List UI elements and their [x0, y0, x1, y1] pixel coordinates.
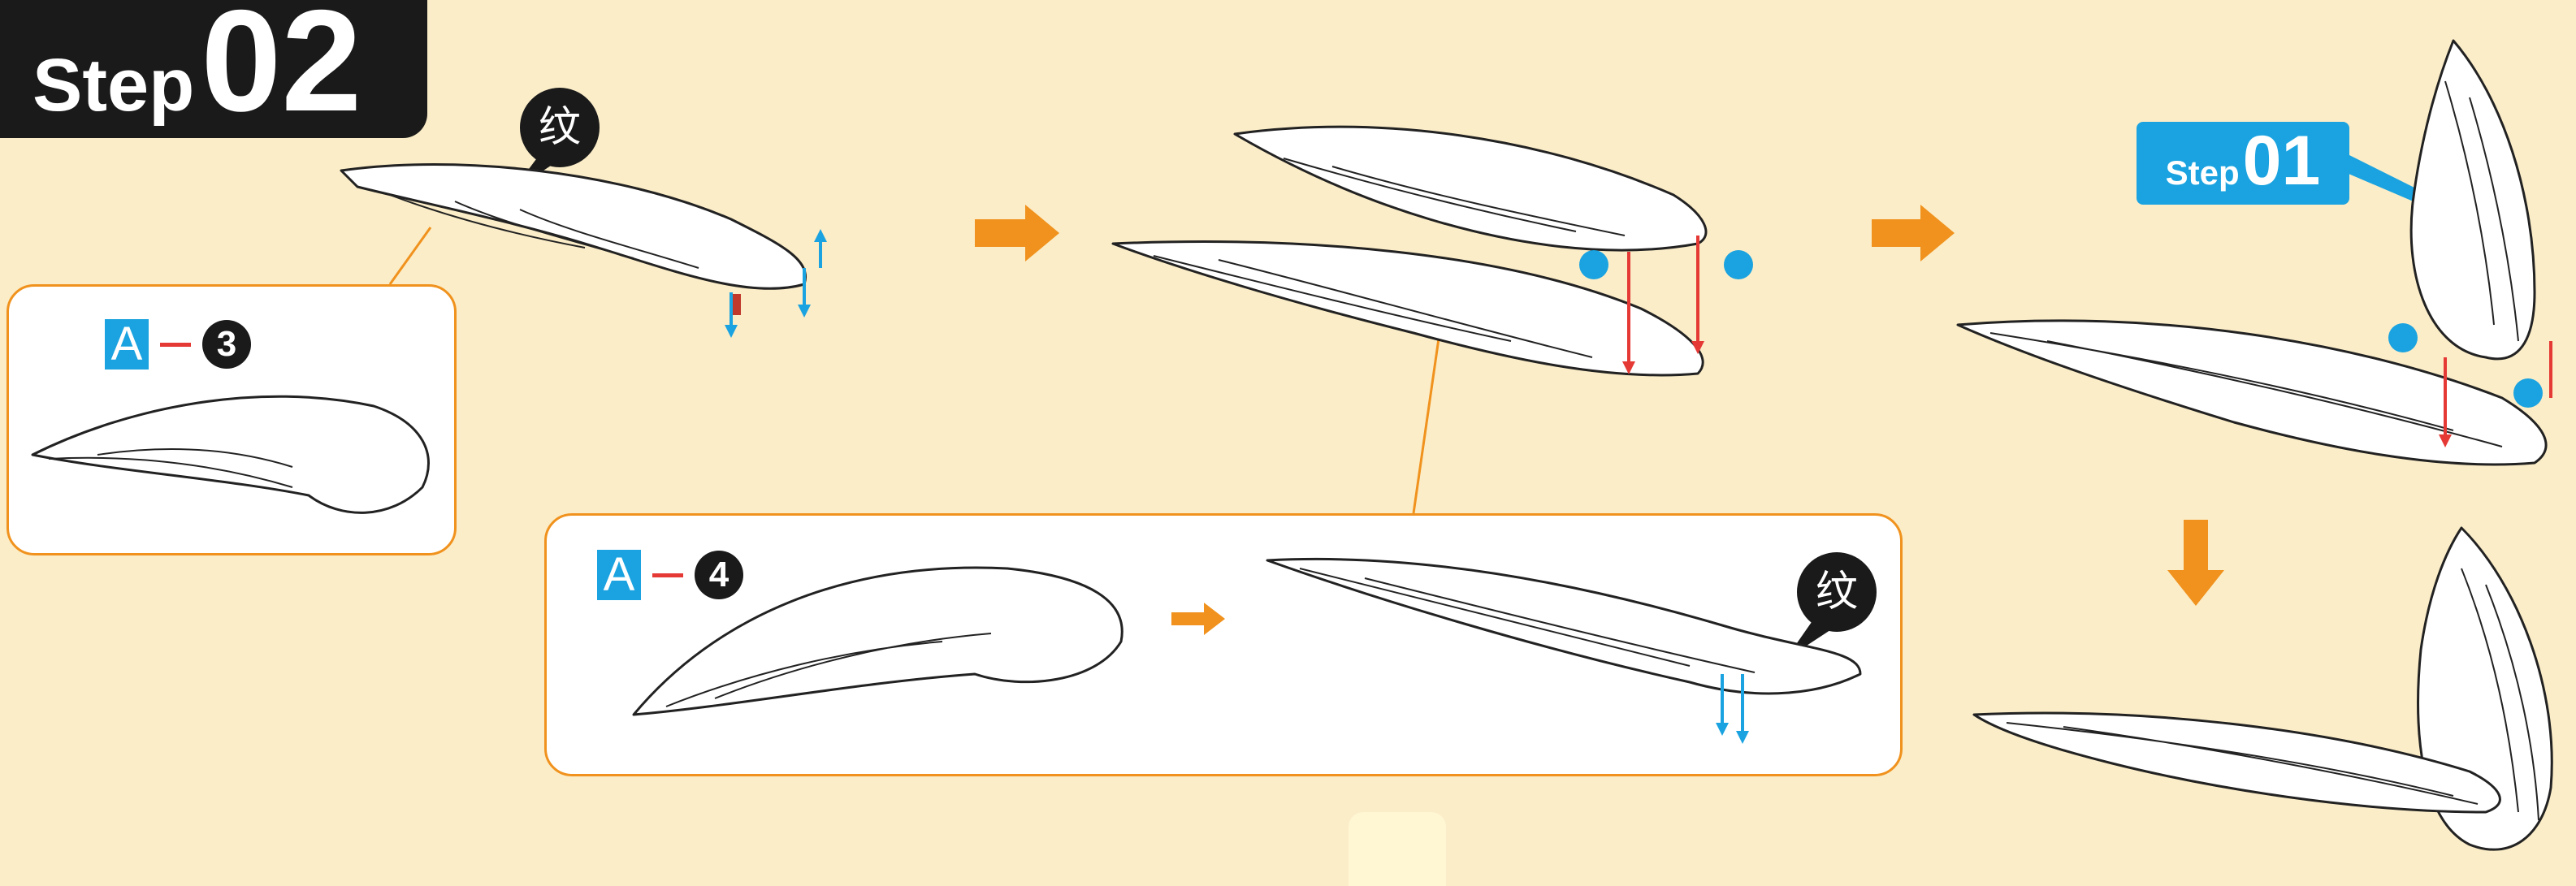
- arrow-right-icon: [975, 205, 1059, 261]
- arrow-down-icon: [2167, 520, 2224, 606]
- arrow-right-icon: [1171, 603, 1225, 635]
- arrow-right-icon: [1872, 205, 1955, 261]
- highlight-strip: [1349, 812, 1446, 886]
